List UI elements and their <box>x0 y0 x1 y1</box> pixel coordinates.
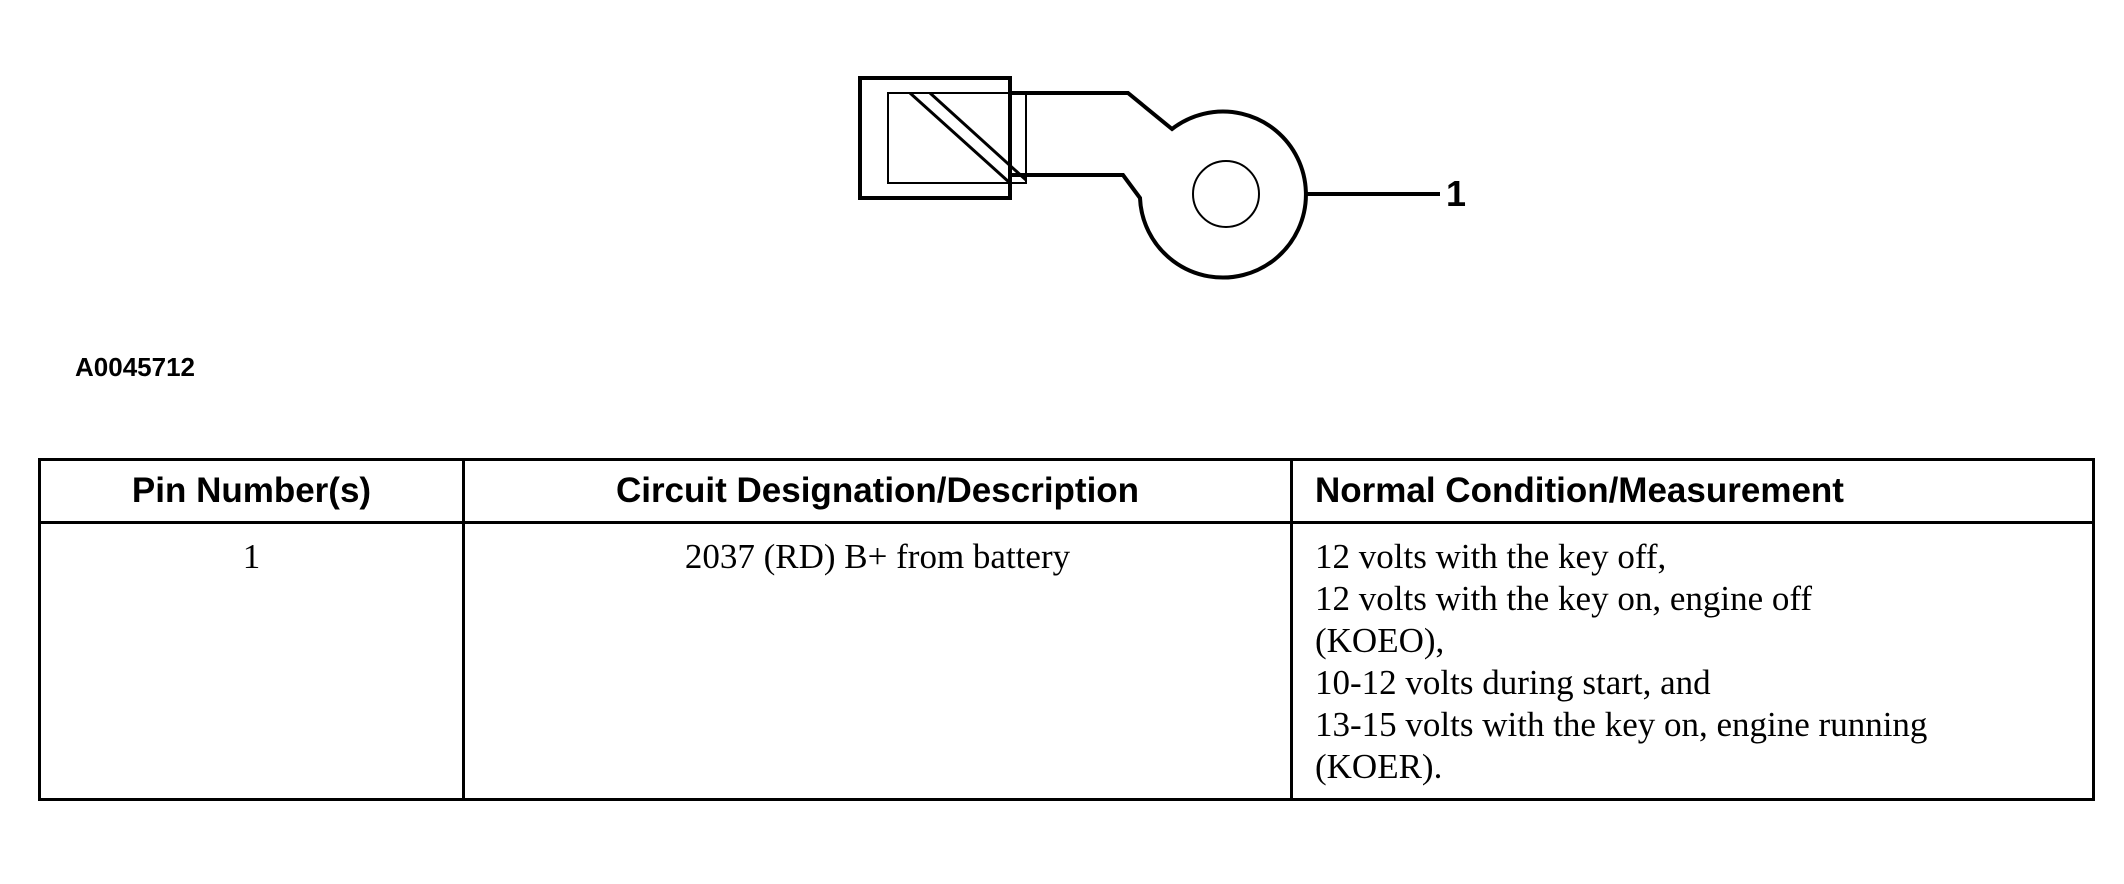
condition-line: 10-12 volts during start, and <box>1315 663 1711 702</box>
terminal-crimp-outer <box>858 76 1012 200</box>
condition-line: 13-15 volts with the key on, engine runn… <box>1315 705 1928 744</box>
condition-line: 12 volts with the key off, <box>1315 537 1667 576</box>
cell-pin-number: 1 <box>38 521 465 801</box>
terminal-ring-outline <box>1010 91 1308 280</box>
condition-line: (KOER). <box>1315 747 1443 786</box>
callout-label: 1 <box>1446 173 1467 214</box>
terminal-hatch-line <box>928 91 1028 182</box>
header-normal-condition: Normal Condition/Measurement <box>1290 458 2095 524</box>
pin-table: Pin Number(s) Circuit Designation/Descri… <box>38 458 2095 801</box>
terminal-crimp-inner <box>887 92 1027 184</box>
table-row: 1 2037 (RD) B+ from battery 12 volts wit… <box>38 521 2095 801</box>
terminal-hatch-line <box>908 91 1012 185</box>
ring-terminal-illustration <box>858 76 1440 280</box>
condition-line: (KOEO), <box>1315 621 1445 660</box>
terminal-stud-hole <box>1192 160 1260 228</box>
cell-normal-condition: 12 volts with the key off, 12 volts with… <box>1290 521 2095 801</box>
header-circuit-designation: Circuit Designation/Description <box>462 458 1293 524</box>
figure-id: A0045712 <box>75 352 195 382</box>
header-pin-numbers: Pin Number(s) <box>38 458 465 524</box>
cell-circuit-description: 2037 (RD) B+ from battery <box>462 521 1293 801</box>
connector-diagram: 1 <box>0 0 2124 330</box>
table-header-row: Pin Number(s) Circuit Designation/Descri… <box>38 458 2095 524</box>
condition-line: 12 volts with the key on, engine off <box>1315 579 1813 618</box>
